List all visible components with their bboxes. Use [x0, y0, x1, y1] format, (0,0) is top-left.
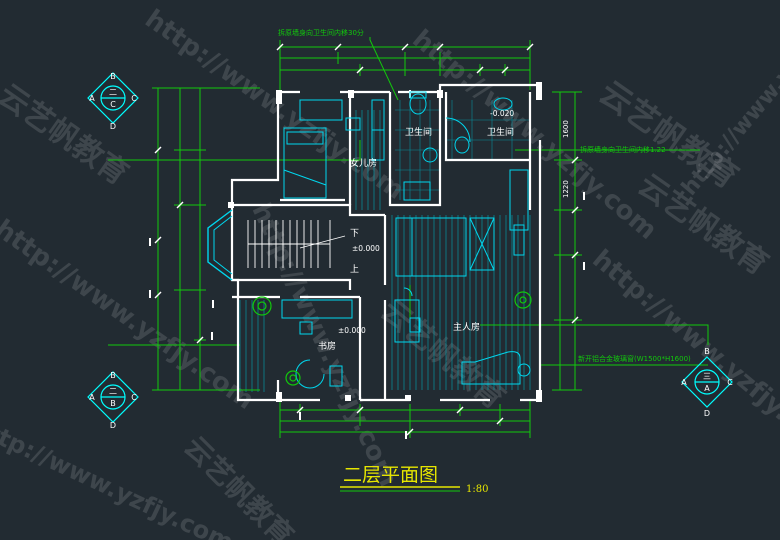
marker-1-bottom: D	[110, 122, 116, 131]
annotation-top-wall: 拆原墙身向卫生间内移30分	[278, 28, 364, 37]
stair-label-down: 下	[350, 229, 359, 239]
elevation-study: ±0.000	[338, 326, 366, 335]
marker-2-top: B	[110, 371, 116, 380]
marker-1-upper: 二	[109, 88, 117, 97]
elevation-bath2: -0.020	[490, 109, 514, 118]
stair-arrow	[299, 235, 346, 249]
marker-3-lower: A	[704, 384, 710, 393]
marker-3-right: C	[727, 378, 733, 387]
annotation-window: 新开铝合金玻璃窗(W1500*H1600)	[578, 354, 691, 363]
room-label-master: 主人房	[453, 321, 480, 333]
section-marker	[87, 72, 139, 124]
staircase	[247, 220, 331, 268]
marker-3-bottom: D	[704, 409, 710, 418]
drawing-title: 二层平面图	[343, 464, 438, 486]
wall-fills	[228, 82, 542, 402]
marker-2-bottom: D	[110, 421, 116, 430]
marker-1-lower: C	[110, 100, 116, 109]
marker-3-left: A	[681, 378, 687, 387]
annotation-right-wall: 拆原墙身向卫生间内移1.22	[580, 145, 666, 154]
dimension-lines	[108, 37, 709, 438]
marker-2-upper: 二	[109, 387, 117, 396]
section-marker	[681, 356, 733, 408]
bay-window	[207, 209, 233, 281]
dimension-label: 1600	[562, 120, 570, 138]
room-label-daughter: 女儿房	[350, 157, 377, 169]
plant-decor	[252, 291, 532, 386]
stair-label-up: 上	[350, 264, 359, 275]
dimension-ticks	[154, 43, 579, 436]
marker-3-upper: 三	[703, 372, 711, 381]
marker-2-right: C	[131, 393, 137, 402]
marker-2-lower: B	[110, 399, 116, 408]
drawing-scale: 1:80	[466, 484, 488, 495]
marker-1-right: C	[131, 94, 137, 103]
room-label-bath2: 卫生间	[487, 126, 514, 138]
marker-1-top: B	[110, 72, 116, 81]
section-marker	[87, 371, 139, 423]
dimension-label: 1220	[562, 180, 570, 198]
room-label-study: 书房	[318, 340, 336, 352]
marker-1-left: A	[89, 94, 95, 103]
room-label-bath1: 卫生间	[405, 126, 432, 138]
marker-3-top: B	[704, 347, 710, 356]
furniture	[281, 91, 531, 389]
elevation-stair: ±0.000	[352, 244, 380, 253]
bay-window-inner	[213, 215, 233, 275]
marker-2-left: A	[89, 393, 95, 402]
axis-markers	[149, 84, 585, 439]
